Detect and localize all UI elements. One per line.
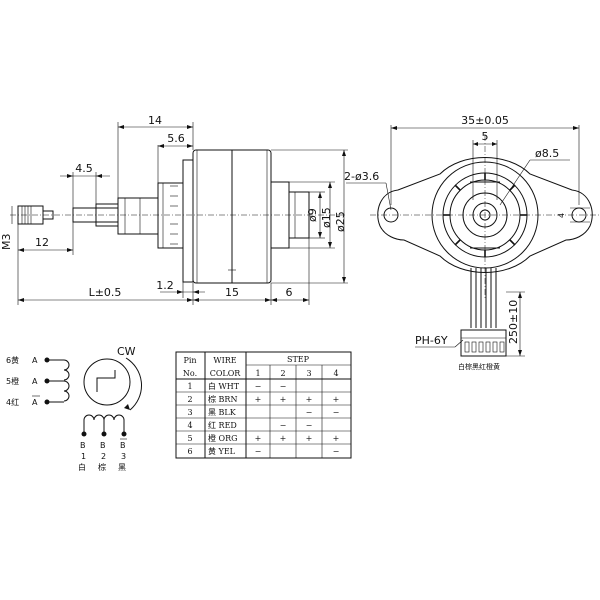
table-header-color: COLOR: [210, 369, 242, 378]
dim-phi8-5: ø8.5: [535, 147, 559, 160]
dim-phi25: ø25: [334, 211, 347, 232]
row-step: +: [333, 434, 340, 443]
row-step: +: [255, 395, 262, 404]
row-pin: 5: [187, 434, 192, 443]
table-step-1: 1: [255, 369, 260, 378]
bottom-pin-1-color: 白: [78, 462, 86, 472]
table-header-no: No.: [183, 369, 197, 378]
dim-5: 5: [482, 130, 489, 143]
table-row: 1 白 WHT − −: [187, 381, 286, 391]
front-view: 35±0.05 5 ø8.5 2-ø3.6 4 250±10 PH-6Y 白棕黑…: [344, 114, 600, 371]
row-step: +: [280, 395, 287, 404]
row-step: −: [306, 421, 313, 430]
table-header-pin: Pin: [183, 356, 196, 365]
table-step-2: 2: [280, 369, 285, 378]
dim-1-2: 1.2: [156, 279, 174, 292]
wire-colors-label: 白棕黑红橙黄: [458, 362, 500, 371]
phase-a-bar-label: A: [32, 398, 38, 407]
phase-b-label-2: B: [100, 441, 106, 450]
table-row: 5 橙 ORG + + + +: [187, 433, 339, 443]
dim-phi15: ø15: [320, 207, 333, 228]
bottom-pin-2-color: 棕: [98, 462, 106, 472]
table-header-wire: WIRE: [213, 356, 236, 365]
row-step: +: [280, 434, 287, 443]
bottom-pin-3-num: 3: [121, 452, 126, 461]
row-step: −: [333, 447, 340, 456]
dim-250: 250±10: [507, 300, 520, 344]
row-pin: 6: [187, 447, 192, 456]
connector-label: PH-6Y: [415, 334, 448, 347]
row-pin: 4: [187, 421, 192, 430]
dim-5-6: 5.6: [167, 132, 185, 145]
dim-L: L±0.5: [89, 286, 122, 299]
table-step-4: 4: [333, 369, 338, 378]
table-row: 2 棕 BRN + + + +: [187, 394, 339, 404]
dim-m3: M3: [0, 234, 13, 251]
row-pin: 1: [187, 382, 192, 391]
dim-2phi3-6: 2-ø3.6: [344, 170, 379, 183]
row-color: 黑 BLK: [208, 408, 237, 417]
row-color: 黄 YEL: [208, 446, 236, 456]
table-step-3: 3: [306, 369, 311, 378]
row-pin: 2: [187, 395, 192, 404]
table-row: 4 红 RED − −: [187, 420, 312, 430]
row-step: −: [280, 382, 287, 391]
phase-a-label: A: [32, 356, 38, 365]
bottom-pin-1-num: 1: [81, 452, 86, 461]
row-step: −: [255, 447, 262, 456]
dim-15: 15: [225, 286, 239, 299]
bottom-pin-2-num: 2: [101, 452, 106, 461]
dim-6: 6: [286, 286, 293, 299]
dim-35: 35±0.05: [461, 114, 509, 127]
row-step: −: [306, 408, 313, 417]
pin6-label: 6黄: [6, 355, 19, 365]
phase-b-label-3: B: [120, 441, 126, 450]
table-header-step: STEP: [287, 355, 310, 364]
row-color: 白 WHT: [208, 381, 240, 391]
phase-a-center-label: A: [32, 377, 38, 386]
row-color: 橙 ORG: [208, 433, 238, 443]
side-view: 14 5.6 4.5 12 M3 ø9 ø15: [0, 114, 348, 305]
row-step: +: [306, 395, 313, 404]
dim-12: 12: [35, 236, 49, 249]
row-step: +: [255, 434, 262, 443]
dim-4-5: 4.5: [75, 162, 93, 175]
pin5-label: 5橙: [6, 376, 19, 386]
row-pin: 3: [187, 408, 192, 417]
dim-4: 4: [557, 213, 566, 218]
dim-phi9: ø9: [306, 208, 319, 222]
dim-14: 14: [148, 114, 162, 127]
phase-b-label-1: B: [80, 441, 86, 450]
row-color: 棕 BRN: [208, 394, 237, 404]
table-row: 3 黑 BLK − −: [187, 408, 339, 417]
row-step: −: [255, 382, 262, 391]
row-step: −: [333, 408, 340, 417]
winding-schematic: 6黄 5橙 4红 A A A CW B B B 1 2 3: [6, 345, 143, 472]
table-row: 6 黄 YEL − −: [187, 446, 339, 456]
step-table: Pin No. WIRE COLOR STEP 1 2 3 4 1 白 WHT …: [175, 351, 352, 459]
row-step: +: [333, 395, 340, 404]
pin4-label: 4红: [6, 397, 19, 407]
row-step: +: [306, 434, 313, 443]
row-color: 红 RED: [208, 420, 237, 430]
cw-label: CW: [117, 345, 136, 358]
bottom-pin-3-color: 黑: [118, 463, 126, 472]
row-step: −: [280, 421, 287, 430]
